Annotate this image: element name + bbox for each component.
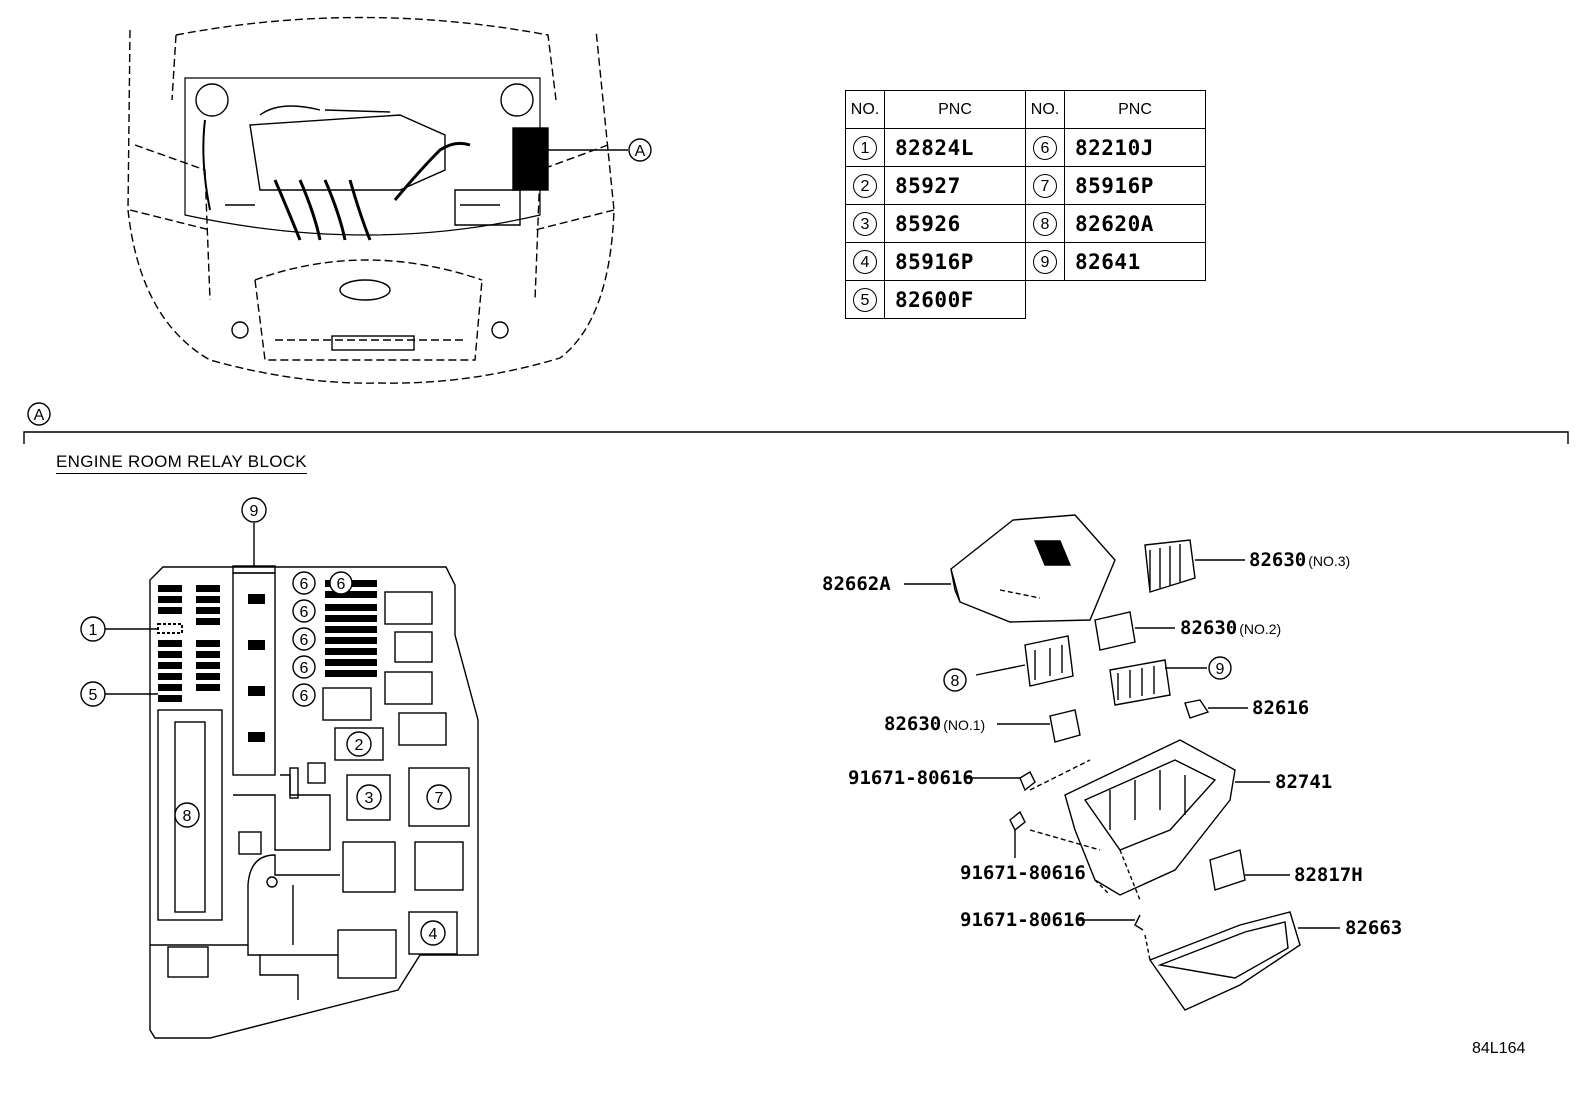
- part-code-bolt-1: 91671-80616: [848, 767, 974, 789]
- table-row: 1 82824L 6 82210J: [845, 128, 1206, 167]
- part-code-bolt-3: 91671-80616: [960, 909, 1086, 931]
- part-code-text: 91671-80616: [960, 862, 1086, 884]
- part-number: 82824L: [884, 128, 1026, 167]
- part-code-text: 91671-80616: [848, 767, 974, 789]
- callout-5: 5: [89, 687, 98, 704]
- callout-7: 7: [435, 790, 444, 807]
- table-row: 2 85927 7 85916P: [845, 166, 1206, 205]
- callout-4: 4: [429, 926, 438, 943]
- row-number: 1: [853, 135, 877, 160]
- part-code-text: 82741: [1275, 771, 1333, 793]
- part-code-cover: 82662A: [822, 573, 891, 595]
- pnc-table: NO. PNC NO. PNC 1 82824L 6 82210J 2 8592…: [845, 90, 1206, 319]
- header-pnc: PNC: [884, 90, 1026, 129]
- part-number: 85927: [884, 166, 1026, 205]
- part-number: 85926: [884, 204, 1026, 243]
- part-number: 85916P: [1064, 166, 1206, 205]
- callout-9: 9: [250, 503, 259, 520]
- exploded-parts-illustration: [950, 514, 1301, 1011]
- exploded-callout-8: 8: [951, 673, 960, 690]
- part-note: (NO.3): [1308, 553, 1351, 569]
- relay-block-layout: [149, 565, 479, 1039]
- row-number: 6: [1033, 135, 1057, 160]
- row-number: 3: [853, 211, 877, 236]
- part-code-relay-no2: 82630(NO.2): [1180, 617, 1281, 639]
- part-code-relay-no3: 82630(NO.3): [1249, 549, 1350, 571]
- header-no: NO.: [845, 90, 885, 129]
- cover-82662a-shape: [950, 514, 1116, 623]
- part-code-relay-no1: 82630(NO.1): [884, 713, 985, 735]
- callout-6e: 6: [300, 660, 309, 677]
- vehicle-engine-bay-illustration: [127, 16, 615, 384]
- part-number: 82600F: [884, 280, 1026, 319]
- part-number: 82210J: [1064, 128, 1206, 167]
- part-note: (NO.2): [1239, 621, 1282, 637]
- part-code-text: 91671-80616: [960, 909, 1086, 931]
- exploded-leaders: [904, 559, 1340, 929]
- part-code-text: 82630: [1249, 549, 1307, 571]
- part-code-text: 82817H: [1294, 864, 1363, 886]
- part-code-text: 82663: [1345, 917, 1403, 939]
- table-row: 4 85916P 9 82641: [845, 242, 1206, 281]
- callout-6f: 6: [300, 688, 309, 705]
- row-number: 2: [853, 173, 877, 198]
- part-code-text: 82616: [1252, 697, 1310, 719]
- pnc-table-header: NO. PNC NO. PNC: [845, 90, 1206, 129]
- part-number: 85916P: [884, 242, 1026, 281]
- exploded-callout-9: 9: [1216, 661, 1225, 678]
- relay-block-location: [512, 127, 549, 191]
- callout-2: 2: [355, 737, 364, 754]
- view-a-callout: [628, 138, 652, 162]
- row-number: 7: [1033, 173, 1057, 198]
- row-number: 9: [1033, 249, 1057, 274]
- part-code-bolt-2: 91671-80616: [960, 862, 1086, 884]
- table-row: 5 82600F: [845, 280, 1206, 319]
- header-pnc: PNC: [1064, 90, 1206, 129]
- row-number: 5: [853, 287, 877, 312]
- callout-6c: 6: [300, 604, 309, 621]
- callout-6b: 6: [337, 576, 346, 593]
- part-code-clip: 82616: [1252, 697, 1309, 719]
- header-no: NO.: [1025, 90, 1065, 129]
- engine-components: [184, 77, 541, 351]
- view-a-label: A: [635, 143, 646, 160]
- callout-3: 3: [365, 790, 374, 807]
- part-code-text: 82630: [884, 713, 942, 735]
- table-row: 3 85926 8 82620A: [845, 204, 1206, 243]
- part-note: (NO.1): [943, 717, 986, 733]
- callout-6d: 6: [300, 632, 309, 649]
- part-code-bracket: 82817H: [1294, 864, 1363, 886]
- part-code-text: 82630: [1180, 617, 1238, 639]
- part-number: 82620A: [1064, 204, 1206, 243]
- section-title: ENGINE ROOM RELAY BLOCK: [56, 452, 307, 474]
- row-number: 8: [1033, 211, 1057, 236]
- callout-6a: 6: [300, 576, 309, 593]
- part-number: 82641: [1064, 242, 1206, 281]
- section-a-label: A: [34, 407, 45, 424]
- page-number: 84L164: [1472, 1040, 1526, 1057]
- callout-8: 8: [183, 808, 192, 825]
- part-code-block: 82741: [1275, 771, 1332, 793]
- row-number: 4: [853, 249, 877, 274]
- part-code-lower-cover: 82663: [1345, 917, 1402, 939]
- callout-1: 1: [89, 622, 98, 639]
- part-code-text: 82662A: [822, 573, 891, 595]
